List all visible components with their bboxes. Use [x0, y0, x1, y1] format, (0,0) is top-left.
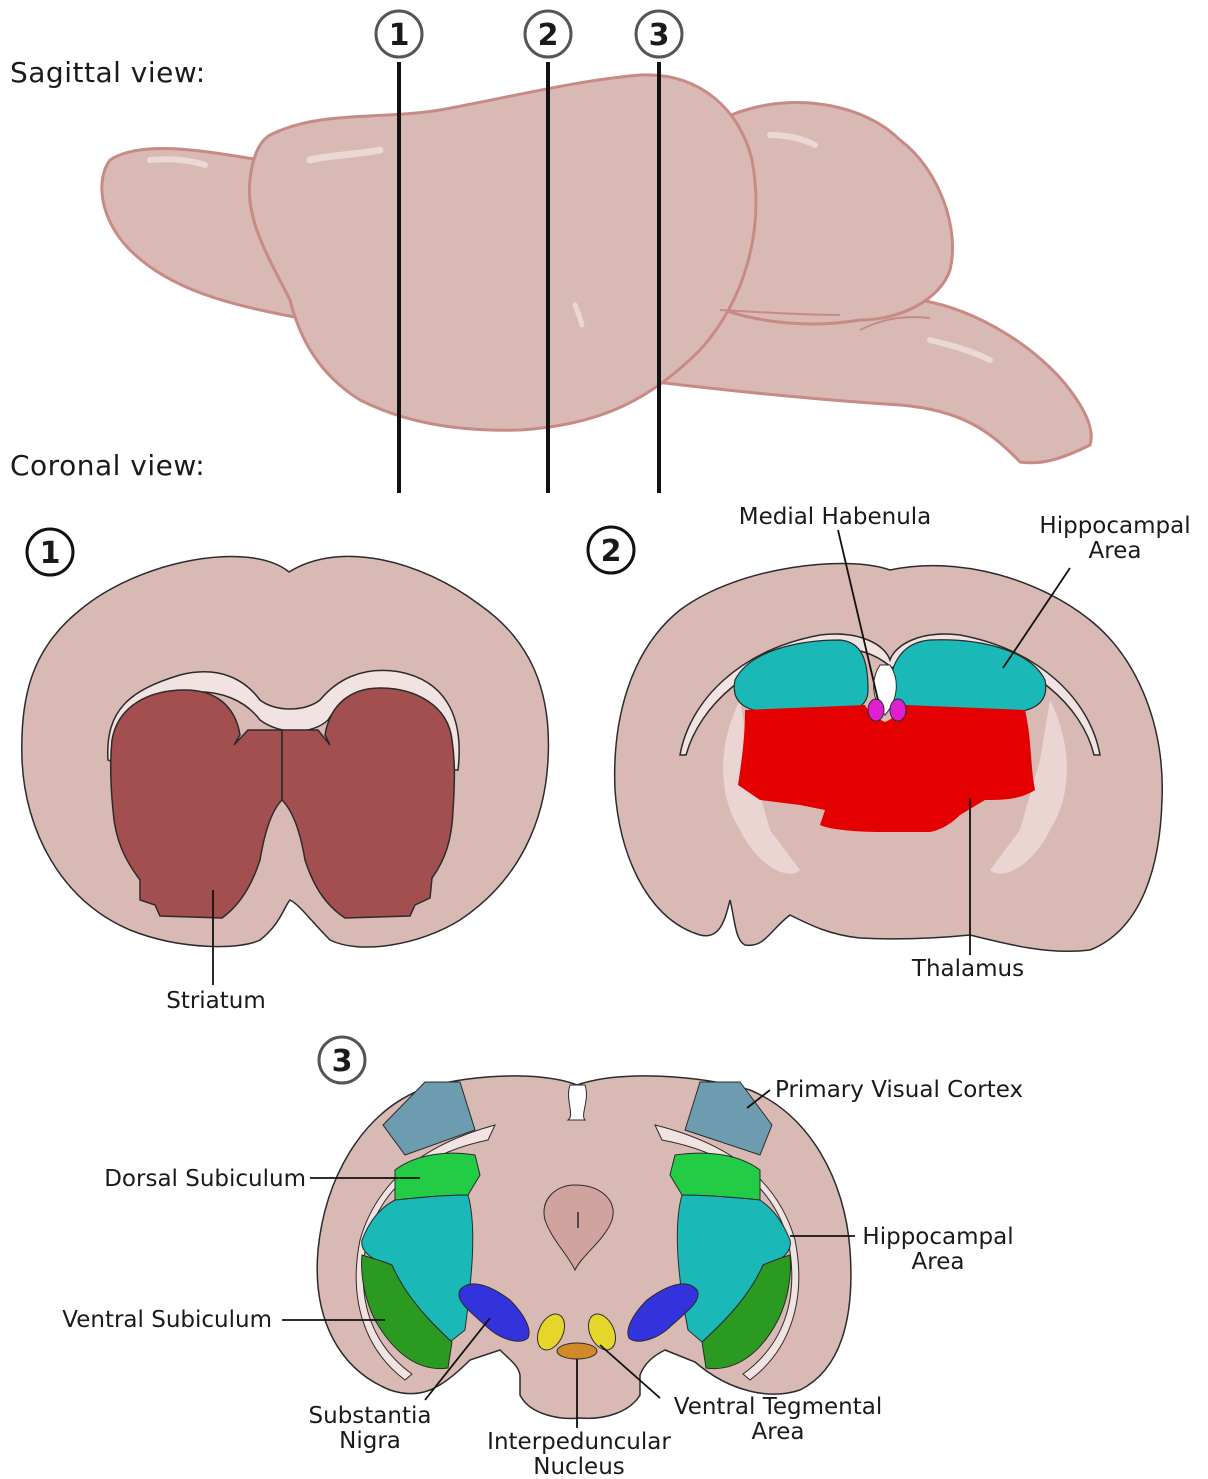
section-2-marker: 2 — [588, 527, 634, 573]
hippocampal-area-3-label-line1: Hippocampal — [862, 1224, 1013, 1250]
striatum-label: Striatum — [166, 988, 266, 1014]
sagittal-brain — [102, 75, 1091, 463]
section-number-1: 1 — [40, 536, 61, 571]
thalamus-label: Thalamus — [911, 956, 1024, 982]
coronal-view-label: Coronal view: — [10, 449, 205, 482]
section-number-2: 2 — [601, 534, 622, 569]
interpeduncular-nucleus-label-line1: Interpeduncular — [487, 1429, 671, 1455]
substantia-nigra-label-line1: Substantia — [309, 1403, 432, 1429]
section-3-marker: 3 — [319, 1037, 365, 1083]
hippocampal-area-3-label-line2: Area — [912, 1249, 965, 1275]
section-1-marker: 1 — [27, 529, 73, 575]
medial-habenula-label: Medial Habenula — [739, 504, 932, 530]
coronal-section-2 — [615, 563, 1163, 951]
coronal-section-1 — [22, 556, 549, 947]
coronal-section-3 — [317, 1076, 851, 1418]
substantia-nigra-label-line2: Nigra — [339, 1428, 401, 1454]
interpeduncular-nucleus-label-line2: Nucleus — [533, 1454, 625, 1479]
hippocampal-area-2-label-line2: Area — [1089, 538, 1142, 564]
section-number-3-top: 3 — [649, 18, 670, 53]
section-marker-2-top: 2 — [525, 11, 571, 57]
ventral-subiculum-label: Ventral Subiculum — [62, 1307, 272, 1333]
section-3-midline-notch — [568, 1085, 586, 1120]
section-number-1-top: 1 — [389, 18, 410, 53]
vta-label-line1: Ventral Tegmental — [674, 1394, 882, 1420]
habenula-right — [890, 699, 906, 721]
section-marker-3-top: 3 — [636, 11, 682, 57]
primary-visual-cortex-label: Primary Visual Cortex — [775, 1077, 1023, 1103]
hippocampal-area-2-label-line1: Hippocampal — [1039, 513, 1190, 539]
dorsal-subiculum-label: Dorsal Subiculum — [104, 1166, 306, 1192]
interpeduncular-nucleus — [557, 1343, 597, 1359]
sagittal-view-label: Sagittal view: — [10, 56, 206, 89]
vta-label-line2: Area — [752, 1419, 805, 1445]
habenula-left — [868, 699, 884, 721]
section-number-3: 3 — [332, 1044, 353, 1079]
section-number-2-top: 2 — [538, 18, 559, 53]
section-marker-1-top: 1 — [376, 11, 422, 57]
